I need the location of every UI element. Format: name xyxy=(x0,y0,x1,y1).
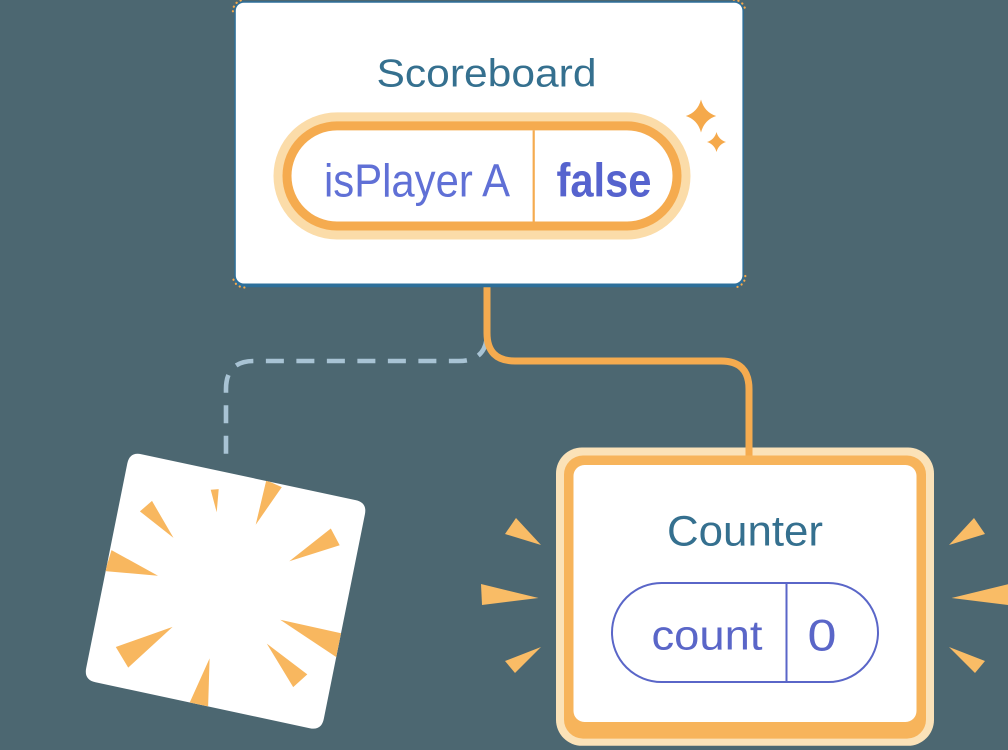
svg-text:isPlayer A: isPlayer A xyxy=(324,155,510,207)
svg-text:count: count xyxy=(652,611,763,658)
svg-text:false: false xyxy=(557,155,652,208)
svg-text:Counter: Counter xyxy=(667,509,823,556)
svg-text:Scoreboard: Scoreboard xyxy=(377,52,597,95)
svg-text:0: 0 xyxy=(808,611,837,661)
